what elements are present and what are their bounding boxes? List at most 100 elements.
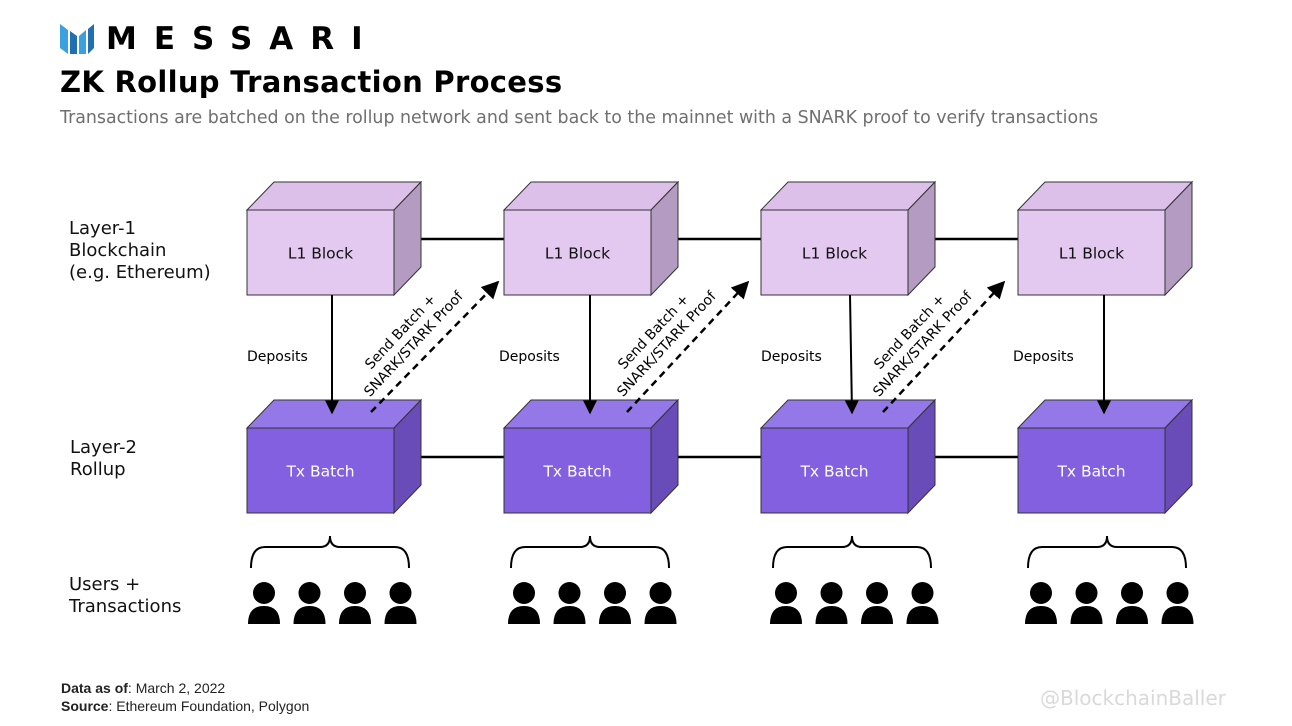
- l1-block-top: [1016, 181, 1194, 211]
- user-icon: [248, 582, 280, 624]
- l1-block: L1 Block: [759, 180, 937, 297]
- user-icon-head: [1075, 582, 1098, 604]
- user-icon: [644, 582, 677, 624]
- watermark-text: @BlockchainBaller: [1040, 686, 1226, 710]
- layer1-label-line: (e.g. Ethereum): [69, 262, 211, 283]
- layer2-label-line: Layer-2: [70, 437, 137, 458]
- user-icon-head: [1030, 582, 1052, 604]
- deposit-arrow: [844, 294, 859, 415]
- tx-batch-front: [246, 427, 395, 514]
- l1-block-label: L1 Block: [802, 245, 867, 263]
- messari-logo-icon: [60, 24, 94, 54]
- layer2-label-line: Rollup: [70, 459, 126, 480]
- user-icon-body: [384, 606, 417, 624]
- footer-notes: Data as of: March 2, 2022 Source: Ethere…: [61, 679, 309, 715]
- user-icon: [815, 582, 848, 624]
- footer-source-label: Source: [61, 698, 109, 714]
- user-icon-head: [513, 582, 535, 604]
- tx-batch-front: [503, 427, 652, 514]
- brace: [1027, 535, 1187, 569]
- user-icon: [770, 582, 802, 624]
- brace: [250, 535, 410, 569]
- tx-batch-front: [1017, 427, 1166, 514]
- user-icon-body: [508, 606, 540, 624]
- user-icon-head: [298, 582, 321, 604]
- user-icon-body: [248, 606, 280, 624]
- user-icon: [1070, 582, 1103, 624]
- deposits-label: Deposits: [761, 349, 822, 365]
- user-icon-head: [649, 582, 672, 604]
- user-icon: [1116, 582, 1148, 624]
- proof-arrow: [370, 280, 500, 413]
- user-icon-head: [253, 582, 275, 604]
- brace: [772, 535, 932, 569]
- user-icon-body: [861, 606, 893, 624]
- l1-block: L1 Block: [245, 180, 423, 297]
- l1-block-top: [245, 181, 423, 211]
- footer-date: Data as of: March 2, 2022: [61, 679, 309, 697]
- l1-block-label: L1 Block: [545, 245, 610, 263]
- l1-block-front: [1017, 209, 1166, 296]
- user-icon-body: [644, 606, 677, 624]
- tx-batch-top: [759, 399, 937, 429]
- deposits-label: Deposits: [247, 349, 308, 365]
- page-title: ZK Rollup Transaction Process: [60, 65, 563, 99]
- tx-batch-label: Tx Batch: [285, 463, 354, 481]
- user-icon-body: [339, 606, 371, 624]
- footer-date-label: Data as of: [61, 680, 128, 696]
- user-icon-head: [389, 582, 412, 604]
- user-icon-head: [344, 582, 366, 604]
- user-icon-head: [558, 582, 581, 604]
- user-icon-body: [599, 606, 631, 624]
- user-icon: [906, 582, 939, 624]
- tx-batch-label: Tx Batch: [1056, 463, 1125, 481]
- l1-block-label: L1 Block: [288, 245, 353, 263]
- layer1-label-line: Layer-1: [69, 218, 136, 239]
- users-layer: [248, 535, 1194, 624]
- l1-block-top: [759, 181, 937, 211]
- user-icon-body: [815, 606, 848, 624]
- user-icon: [599, 582, 631, 624]
- tx-batch: Tx Batch: [1016, 398, 1194, 515]
- user-icon-head: [604, 582, 626, 604]
- user-icon-body: [1116, 606, 1148, 624]
- user-icon-body: [553, 606, 586, 624]
- l1-block: L1 Block: [1016, 180, 1194, 297]
- l1-block-front: [760, 209, 909, 296]
- l1-block-top: [502, 181, 680, 211]
- layer1-label-line: Blockchain: [69, 240, 167, 261]
- user-icon-head: [820, 582, 843, 604]
- user-icon-head: [911, 582, 934, 604]
- proof-arrow: [626, 280, 750, 413]
- footer-source-value: : Ethereum Foundation, Polygon: [108, 698, 310, 714]
- user-icon-body: [906, 606, 939, 624]
- user-icon-body: [1070, 606, 1103, 624]
- deposits-label: Deposits: [499, 349, 560, 365]
- tx-batch-top: [245, 399, 423, 429]
- tx-batch-front: [760, 427, 909, 514]
- tx-batch-label: Tx Batch: [542, 463, 611, 481]
- user-icon-head: [775, 582, 797, 604]
- cubes-layer: L1 Block Tx Batch L1 Block Tx Batch L1 Block…: [245, 180, 1194, 515]
- l1-block-front: [503, 209, 652, 296]
- user-icon: [508, 582, 540, 624]
- user-icon: [339, 582, 371, 624]
- user-icon-body: [293, 606, 326, 624]
- layer2-row-label: Layer-2 Rollup: [70, 437, 137, 481]
- users-row-label: Users + Transactions: [69, 574, 181, 618]
- tx-batch: Tx Batch: [245, 398, 423, 515]
- footer-source: Source: Ethereum Foundation, Polygon: [61, 697, 309, 715]
- brand-name: MESSARI: [106, 21, 380, 57]
- layer1-row-label: Layer-1 Blockchain (e.g. Ethereum): [69, 218, 211, 284]
- page-subtitle: Transactions are batched on the rollup n…: [60, 108, 1099, 128]
- user-icon: [384, 582, 417, 624]
- l1-block: L1 Block: [502, 180, 680, 297]
- tx-batch-label: Tx Batch: [799, 463, 868, 481]
- l1-block-front: [246, 209, 395, 296]
- user-icon-head: [1166, 582, 1189, 604]
- proof-arrow: [882, 280, 1006, 413]
- user-icon-body: [1025, 606, 1057, 624]
- user-icon: [861, 582, 893, 624]
